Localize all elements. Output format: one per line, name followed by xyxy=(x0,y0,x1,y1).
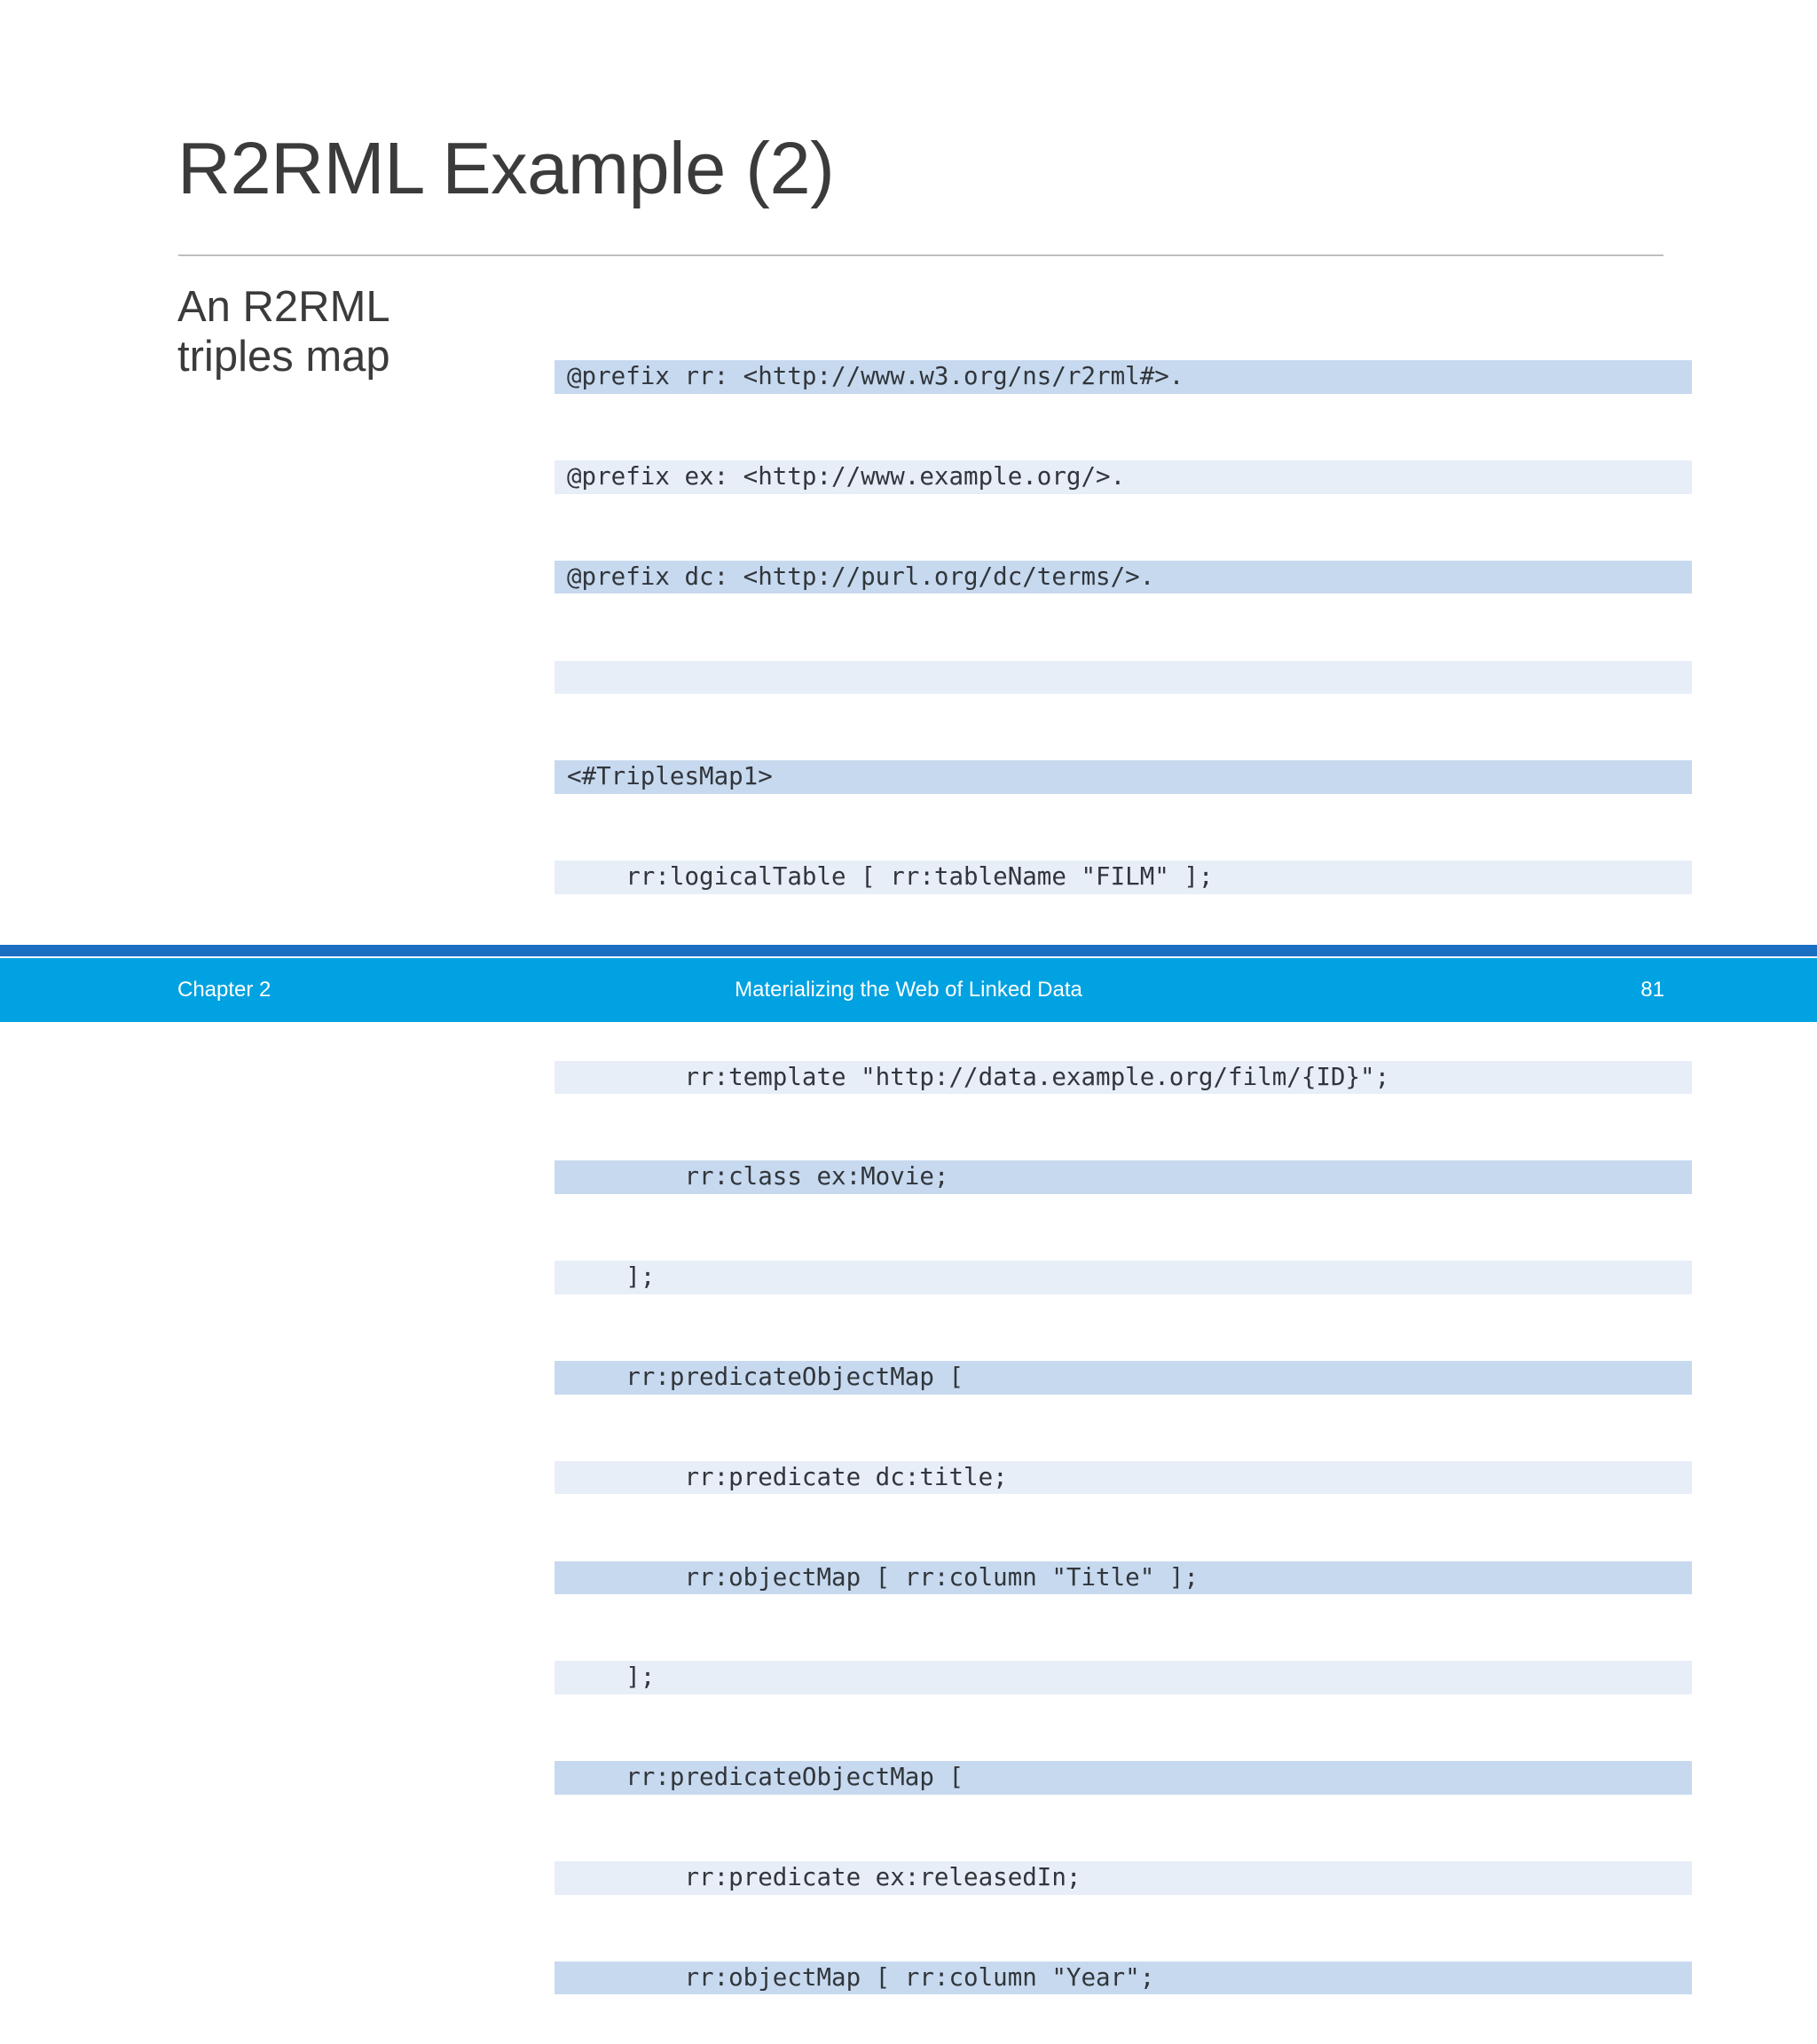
caption-block: An R2RML triples map xyxy=(177,282,515,382)
code-line: @prefix ex: <http://www.example.org/>. xyxy=(555,460,1692,494)
code-line: <#TriplesMap1> xyxy=(555,760,1692,794)
footer-page-number: 81 xyxy=(1640,978,1664,1002)
footer-chapter-label: Chapter 2 xyxy=(177,978,271,1002)
code-line: rr:logicalTable [ rr:tableName "FILM" ]; xyxy=(555,861,1692,894)
slide-canvas: R2RML Example (2) An R2RML triples map @… xyxy=(0,127,1817,1995)
code-line: rr:class ex:Movie; xyxy=(555,1160,1692,1195)
code-line: rr:predicateObjectMap [ xyxy=(555,1361,1692,1395)
code-line: @prefix dc: <http://purl.org/dc/terms/>. xyxy=(555,560,1692,594)
code-line xyxy=(555,660,1692,695)
caption-line: An R2RML xyxy=(177,283,390,331)
code-line: rr:objectMap [ rr:column "Year"; xyxy=(555,1961,1692,1995)
code-line: ]; xyxy=(555,1261,1692,1294)
code-line: rr:template "http://data.example.org/fil… xyxy=(555,1060,1692,1095)
caption-line: triples map xyxy=(177,333,390,381)
code-line: rr:predicate ex:releasedIn; xyxy=(555,1860,1692,1895)
code-line: rr:objectMap [ rr:column "Title" ]; xyxy=(555,1561,1692,1595)
footer-accent-rule xyxy=(0,945,1817,956)
code-listing: @prefix rr: <http://www.w3.org/ns/r2rml#… xyxy=(555,294,1692,2044)
code-line: rr:predicate dc:title; xyxy=(555,1460,1692,1495)
page-title: R2RML Example (2) xyxy=(177,127,835,209)
footer-bar: Chapter 2 Materializing the Web of Linke… xyxy=(0,958,1817,1022)
code-line: @prefix rr: <http://www.w3.org/ns/r2rml#… xyxy=(555,360,1692,394)
title-divider xyxy=(178,255,1664,256)
footer-title-label: Materializing the Web of Linked Data xyxy=(735,978,1082,1002)
code-line: rr:predicateObjectMap [ xyxy=(555,1761,1692,1795)
code-line: ]; xyxy=(555,1661,1692,1694)
